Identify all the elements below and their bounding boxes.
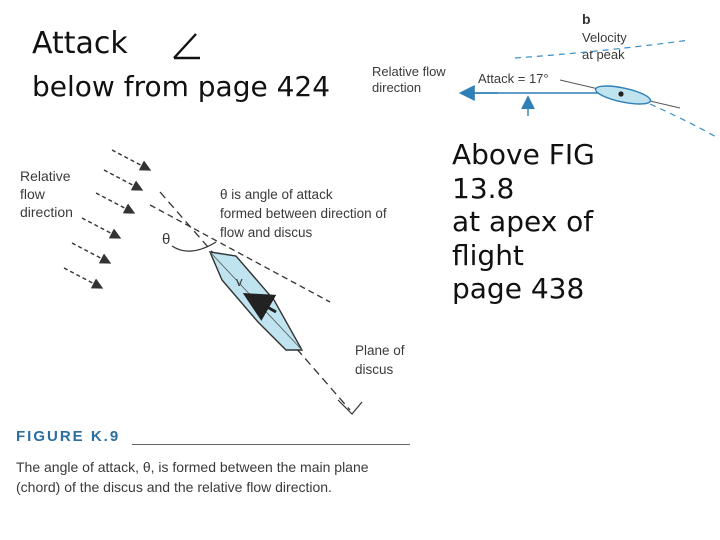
figure-caption-body: The angle of attack, θ, is formed betwee…	[16, 459, 369, 496]
flow-arrow	[103, 169, 144, 191]
plane-of-discus-label: Plane of discus	[355, 343, 408, 377]
flow-arrow	[81, 217, 122, 239]
caption-divider	[132, 444, 410, 445]
flow-arrow	[111, 149, 152, 171]
rel-flow-line: direction	[20, 204, 73, 220]
note-line: page 438	[452, 272, 585, 306]
velocity-at-peak-label: Velocity at peak	[582, 30, 630, 62]
angle-icon	[173, 33, 200, 60]
figure-reference-note: Above FIG 13.8 at apex of flight page 43…	[452, 138, 702, 306]
rel-flow-line: flow	[20, 186, 46, 202]
flow-direction-line	[149, 204, 331, 303]
velocity-arrow	[242, 293, 277, 321]
note-line: flight	[452, 238, 524, 272]
rfd-line: direction	[372, 80, 421, 95]
note-line: 13.8	[452, 171, 515, 205]
slide-subtitle: below from page 424	[32, 70, 331, 103]
def-line: flow and discus	[220, 225, 313, 240]
note-line: Above FIG	[452, 138, 595, 171]
def-line: θ is angle of attack	[220, 187, 333, 202]
theta-symbol: θ	[162, 231, 170, 248]
flow-arrow	[71, 242, 112, 264]
rel-flow-line: Relative	[20, 168, 71, 184]
theta-definition: θ is angle of attack formed between dire…	[220, 187, 390, 240]
discus-center-dot	[618, 91, 624, 97]
plane-arrowhead	[337, 399, 363, 415]
note-line: at apex of	[452, 205, 594, 239]
rfd-line: Relative flow	[372, 64, 446, 79]
vel-line: Velocity	[582, 30, 627, 45]
slide-title: Attack	[32, 26, 128, 61]
plane-line: discus	[355, 362, 394, 377]
attack-angle-label: Attack = 17°	[478, 71, 549, 86]
trajectory-arc	[514, 39, 691, 59]
v-label: v	[236, 274, 243, 289]
def-line: formed between direction of	[220, 206, 387, 221]
figure-caption-title: FIGURE K.9	[16, 428, 121, 445]
flow-arrows	[63, 149, 152, 289]
trajectory-arc-lower	[649, 103, 719, 139]
theta-arc	[171, 241, 217, 252]
vel-line: at peak	[582, 47, 625, 62]
relative-flow-direction-label: Relative flow direction	[372, 64, 449, 95]
flow-arrow	[63, 267, 104, 289]
plane-line: Plane of	[355, 343, 405, 358]
flow-arrow	[95, 192, 136, 214]
panel-letter: b	[582, 11, 591, 27]
relative-flow-label: Relative flow direction	[20, 168, 74, 220]
